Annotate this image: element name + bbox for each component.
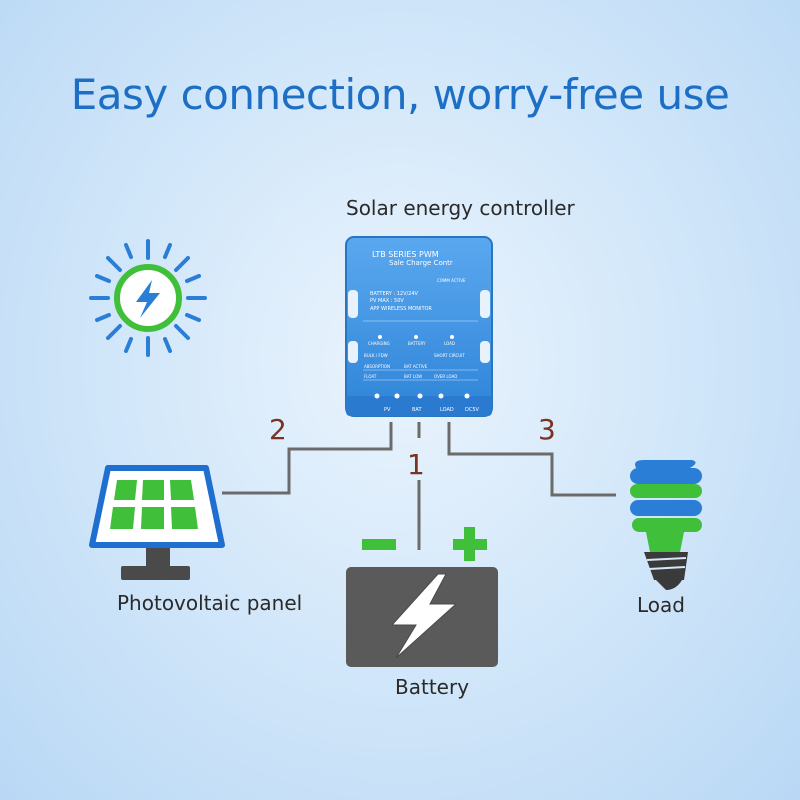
panel-caption: Photovoltaic panel bbox=[117, 591, 303, 615]
controller-subtitle: Sale Charge Contr bbox=[389, 259, 453, 267]
battery-caption: Battery bbox=[395, 675, 470, 699]
controller-status-short: SHORT CIRCUIT bbox=[434, 353, 465, 358]
controller-led-charging: CHARGING bbox=[368, 341, 390, 346]
wire-pv bbox=[222, 422, 393, 495]
controller-terminal-load: LOAD bbox=[440, 407, 454, 413]
controller-spec-app: APP WIRELESS MONITOR bbox=[370, 306, 432, 312]
controller-caption: Solar energy controller bbox=[346, 196, 575, 220]
controller-status-float: FLOAT bbox=[364, 374, 377, 379]
wire-load bbox=[447, 422, 616, 497]
panel-connection-number: 2 bbox=[269, 413, 287, 446]
headline: Easy connection, worry-free use bbox=[70, 70, 730, 119]
charge-controller: LTB SERIES PWM Sale Charge Contr COMM AC… bbox=[345, 236, 493, 417]
controller-status-overload: OVER LOAD bbox=[434, 374, 457, 379]
battery-minus-icon bbox=[362, 539, 396, 550]
battery-connection-number: 1 bbox=[407, 448, 425, 481]
load-connection-number: 3 bbox=[538, 413, 556, 446]
controller-series: LTB SERIES PWM bbox=[372, 250, 439, 259]
controller-status-bulk: BULK / FDW bbox=[364, 353, 388, 358]
controller-terminal-dc: DC5V bbox=[465, 407, 480, 413]
wires bbox=[222, 422, 616, 550]
sun-icon bbox=[89, 239, 207, 357]
controller-comm-active: COMM ACTIVE bbox=[437, 278, 466, 283]
controller-led-load: LOAD bbox=[444, 341, 455, 346]
bulb-icon bbox=[630, 460, 702, 590]
controller-status-absorption: ABSORPTION bbox=[364, 364, 390, 369]
bolt-icon bbox=[136, 280, 160, 318]
solar-panel-icon bbox=[89, 465, 225, 580]
controller-status-bat-low: BAT LOW bbox=[404, 374, 422, 379]
controller-spec-battery: BATTERY : 12V/24V bbox=[370, 291, 419, 297]
controller-spec-pv: PV MAX : 50V bbox=[370, 298, 404, 304]
battery-icon bbox=[346, 527, 498, 667]
controller-terminal-bat: BAT bbox=[412, 407, 422, 413]
controller-led-battery: BATTERY bbox=[408, 341, 426, 346]
load-caption: Load bbox=[637, 593, 685, 617]
controller-status-bat-active: BAT ACTIVE bbox=[404, 364, 428, 369]
controller-terminal-pv: PV bbox=[384, 407, 391, 413]
